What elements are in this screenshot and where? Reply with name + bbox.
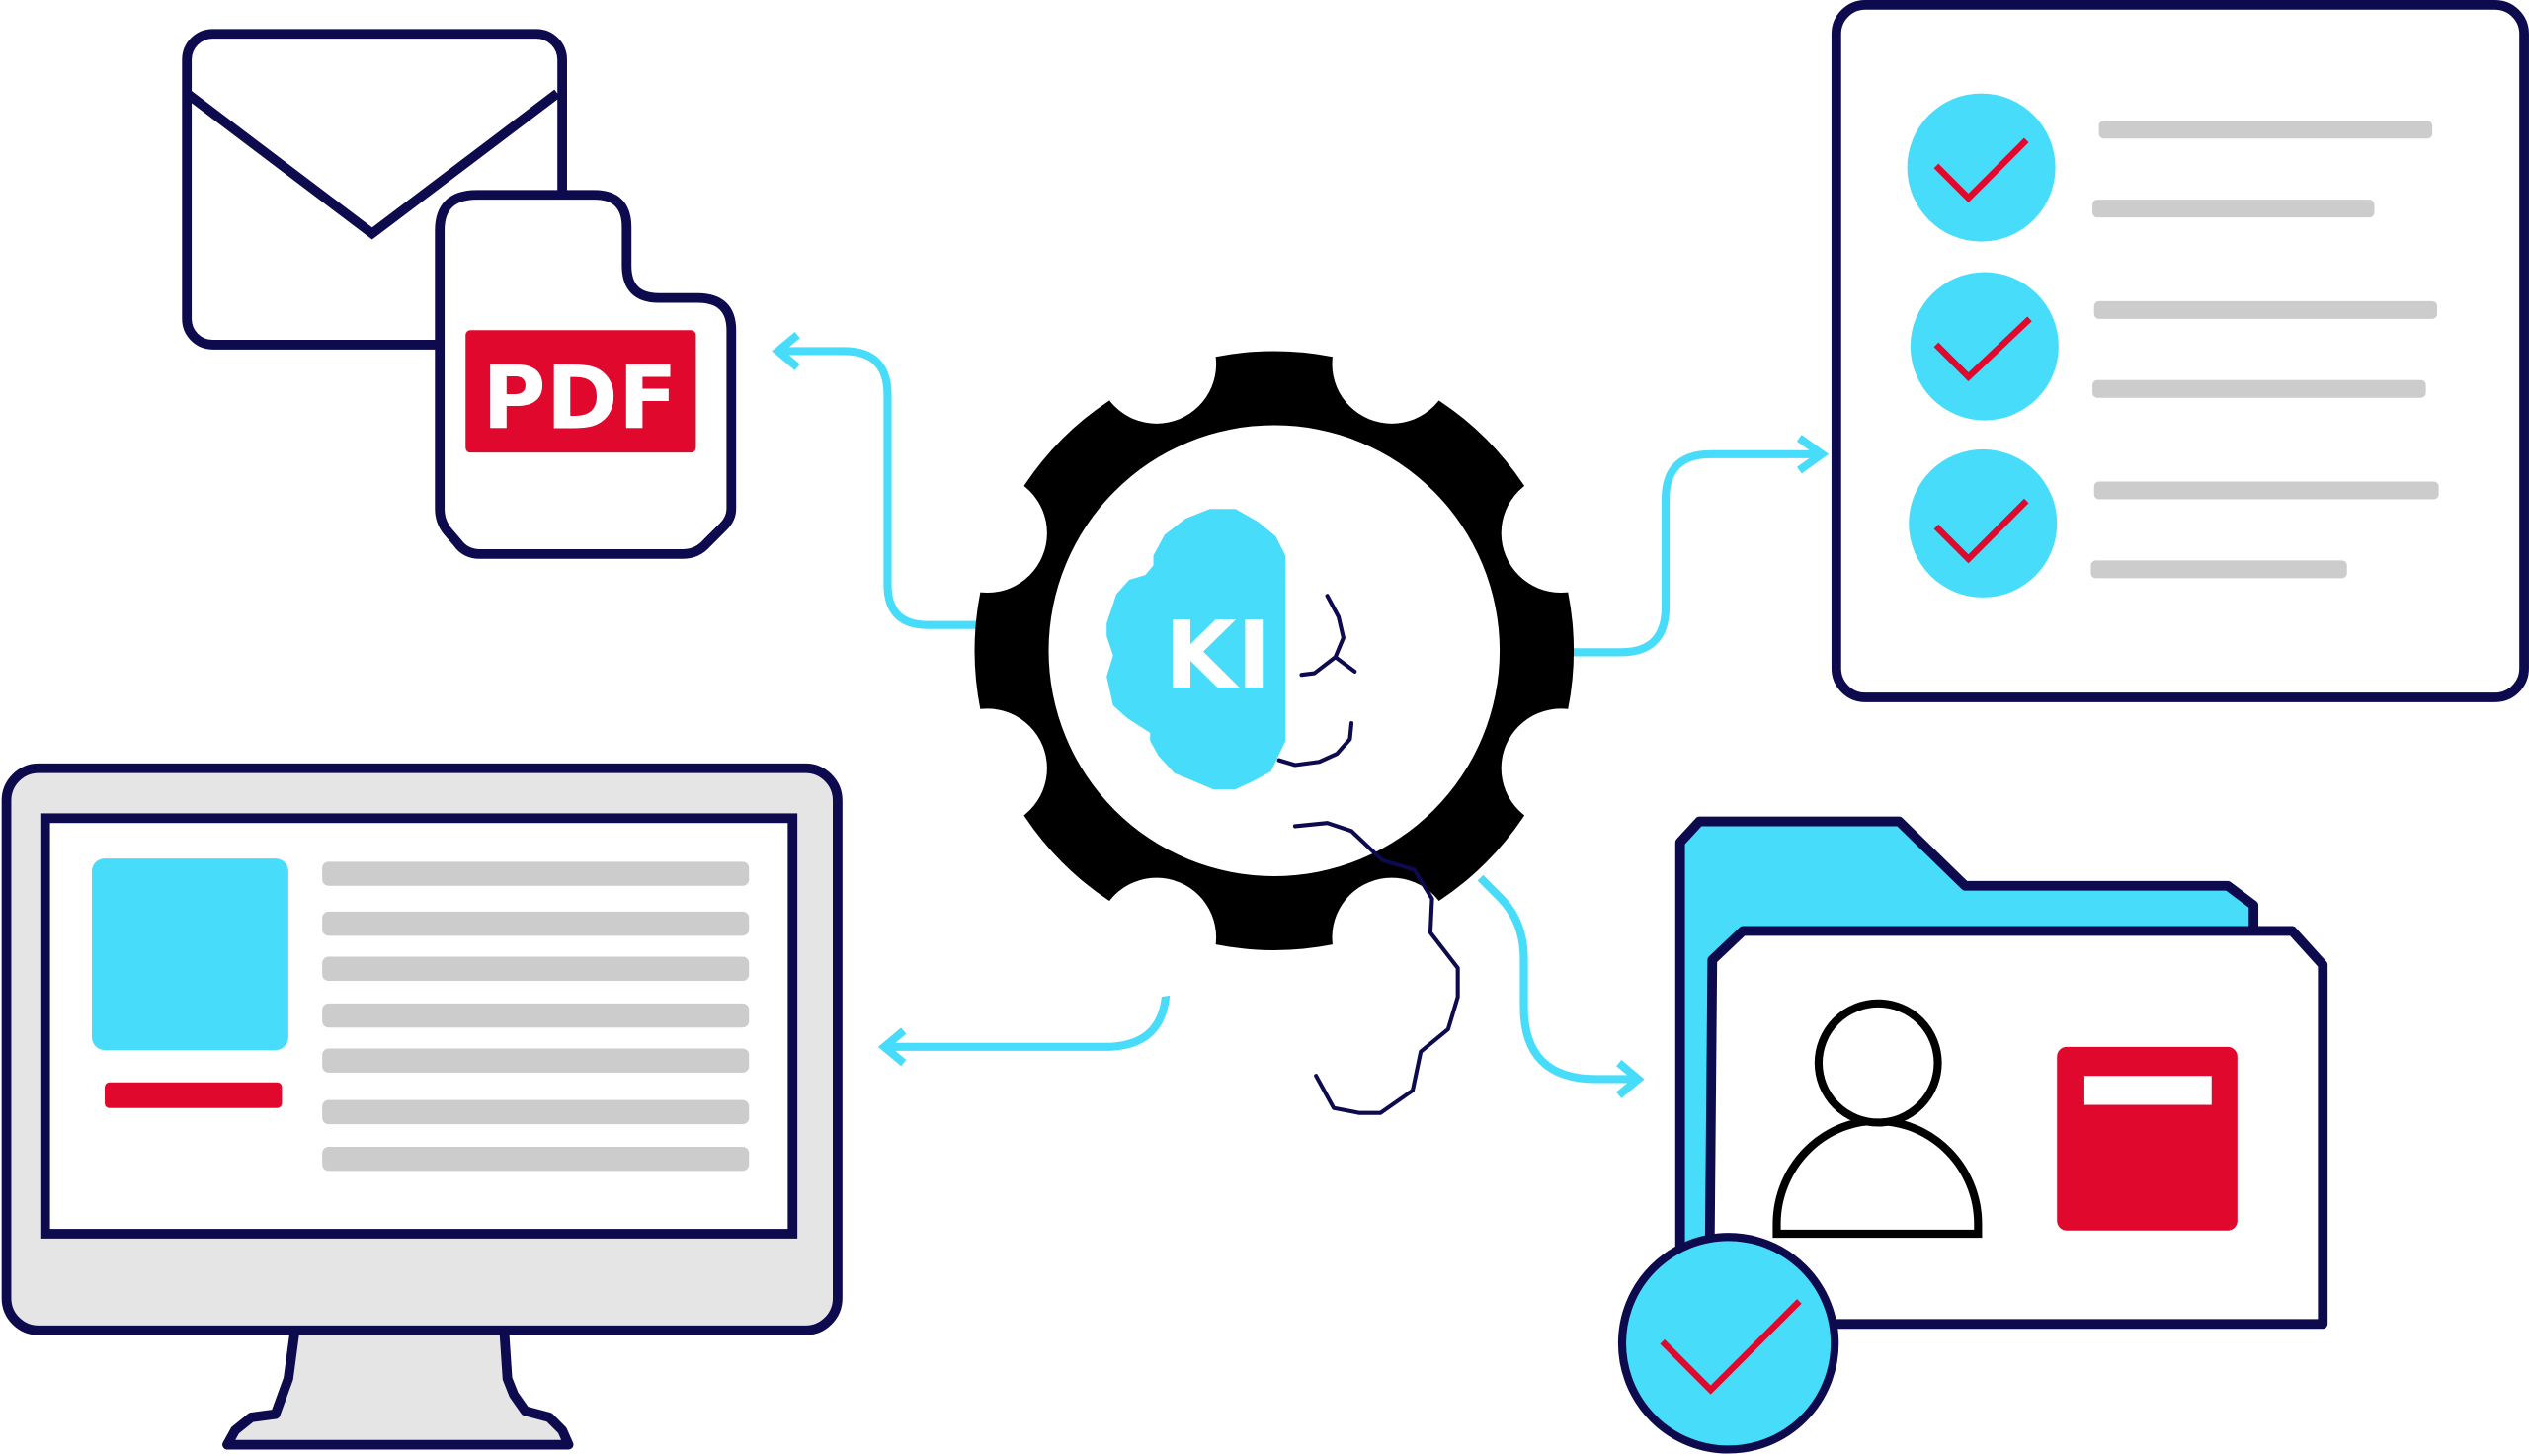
arrowhead-right: [1796, 435, 1830, 474]
connector-to-checklist: [1572, 449, 1823, 657]
user-icon: [1772, 999, 1983, 1239]
pdf-label: PDF: [482, 348, 678, 449]
checklist-panel: [1831, 0, 2529, 702]
connector-to-folder: [1477, 874, 1639, 1084]
arrowhead-left: [877, 1027, 907, 1067]
text-lines: [322, 861, 750, 1172]
action-bar: [105, 1082, 283, 1108]
arrowhead-left: [772, 332, 800, 370]
monitor-icon: [1, 763, 843, 1450]
ai-gear-icon: KI: [928, 304, 1621, 1115]
id-card: [2057, 1046, 2238, 1231]
connector-to-documents: [777, 347, 982, 629]
brain-left-half: [1106, 509, 1286, 789]
image-placeholder: [91, 858, 288, 1051]
arrowhead-right: [1616, 1060, 1645, 1098]
folder-icon: [1617, 816, 2328, 1454]
checklist-item: [1907, 93, 2433, 242]
checklist-item: [1910, 272, 2438, 421]
brain-right-outline: [1276, 594, 1460, 1115]
pdf-document-icon: PDF: [435, 190, 737, 559]
checklist-item: [1909, 448, 2439, 598]
check-badge-icon: [1617, 1233, 1839, 1454]
ki-label: KI: [1164, 602, 1270, 710]
